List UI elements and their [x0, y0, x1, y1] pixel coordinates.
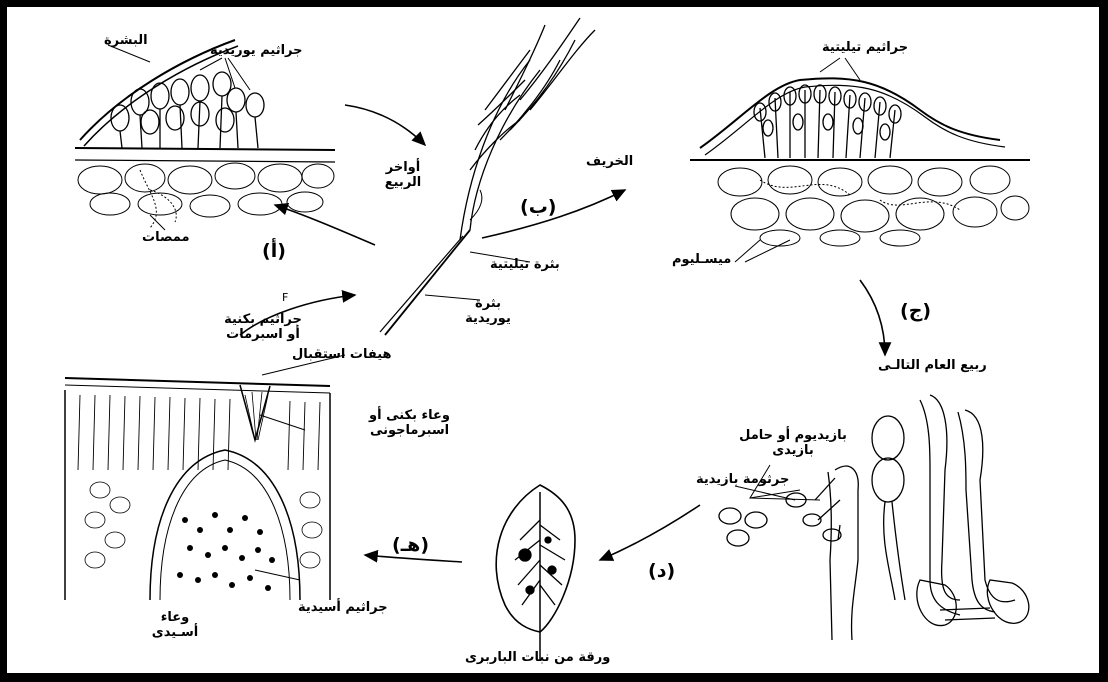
- stage-a-marker: (أ): [262, 240, 286, 262]
- stage-c-marker: (ج): [900, 300, 931, 322]
- label-pycniospores: جراثيم بكنية أو اسبرمات: [218, 312, 308, 342]
- label-teliospores: جراثيم تيليتية: [822, 40, 908, 55]
- label-uredospores: جراثيم يوريدية: [210, 43, 303, 58]
- label-epidermis: البشرة: [104, 33, 148, 48]
- stage-d-marker: (د): [648, 560, 675, 582]
- label-next-spring: ربيع العام التالـى: [878, 358, 987, 373]
- uredial-section-drawing: [75, 40, 335, 228]
- label-f-mark: F: [282, 290, 288, 305]
- label-receptive-hyphae: هيفات استقبال: [292, 347, 392, 362]
- label-haustoria: ممصات: [142, 230, 190, 245]
- label-pycnium: وعاء بكنى أو اسبرماجونى: [362, 408, 457, 438]
- label-mycelium: ميسـليوم: [672, 252, 731, 267]
- label-aeciospores: جراثيم أسيدية: [298, 600, 388, 615]
- label-barberry-leaf: ورقة من نبات الباربرى: [465, 650, 610, 665]
- stage-b-marker: (ب): [520, 196, 556, 218]
- label-uredial-pustule: بثرة يوريدية: [458, 296, 518, 326]
- label-aecium: وعاء أسـيدى: [150, 610, 200, 640]
- cycle-arrows: [240, 105, 885, 562]
- label-telial-pustule: بثرة تيليتية: [490, 257, 560, 272]
- telial-section-drawing: [690, 78, 1030, 246]
- barberry-leaf-drawing: [496, 485, 575, 660]
- label-basidiospore: جرثومة بازيدية: [696, 472, 789, 487]
- label-late-spring: أواخر الربيع: [378, 160, 428, 190]
- stage-e-marker: (هـ): [392, 534, 429, 556]
- aecium-section-drawing: [65, 378, 330, 600]
- label-basidium: بازيديوم أو حامل بازيدى: [738, 428, 848, 458]
- label-autumn: الخريف: [586, 154, 633, 169]
